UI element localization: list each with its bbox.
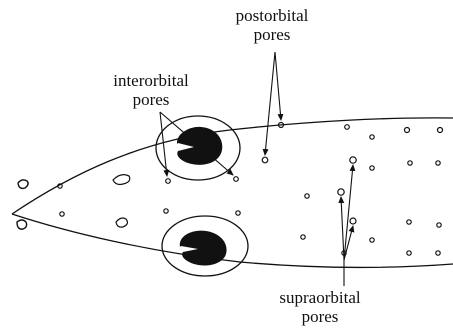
pore <box>370 238 374 242</box>
supraorbital-pores-label: supraorbital pores <box>250 288 390 326</box>
label-line: postorbital <box>222 6 322 25</box>
postorbital-pores-label: postorbital pores <box>222 6 322 44</box>
pore <box>407 251 411 255</box>
pore <box>407 220 411 224</box>
pore <box>262 157 268 163</box>
pore <box>405 128 410 133</box>
postorbital-arrow-2 <box>265 52 275 155</box>
marking-1 <box>113 175 130 185</box>
interorbital-pores-label: interorbital pores <box>96 71 206 109</box>
marking-2 <box>116 218 127 227</box>
nostril-upper <box>18 180 28 189</box>
pore <box>436 161 440 165</box>
supraorbital-arrow-2 <box>341 197 344 260</box>
pore <box>436 251 440 255</box>
pore <box>301 235 305 239</box>
label-line: pores <box>250 307 390 326</box>
label-line: pores <box>222 25 322 44</box>
supraorbital-arrow-1 <box>344 165 353 260</box>
pore <box>350 157 356 163</box>
pore <box>437 223 441 227</box>
label-line: supraorbital <box>250 288 390 307</box>
pore <box>236 211 240 215</box>
head-outline-bottom <box>12 214 453 268</box>
pore <box>166 179 171 184</box>
pore <box>345 125 350 130</box>
pore <box>438 128 443 133</box>
nostril-lower <box>17 220 27 229</box>
pore <box>370 135 374 139</box>
pore <box>164 209 168 213</box>
pore <box>234 177 239 182</box>
label-line: pores <box>96 90 206 109</box>
lower-eye-pupil <box>180 231 227 266</box>
postorbital-arrow-1 <box>275 52 281 120</box>
pore <box>338 189 344 195</box>
pore <box>370 166 374 170</box>
pores <box>58 123 443 256</box>
pore <box>305 194 309 198</box>
pore <box>350 218 356 224</box>
pore <box>408 161 412 165</box>
label-line: interorbital <box>96 71 206 90</box>
pore <box>60 212 64 216</box>
